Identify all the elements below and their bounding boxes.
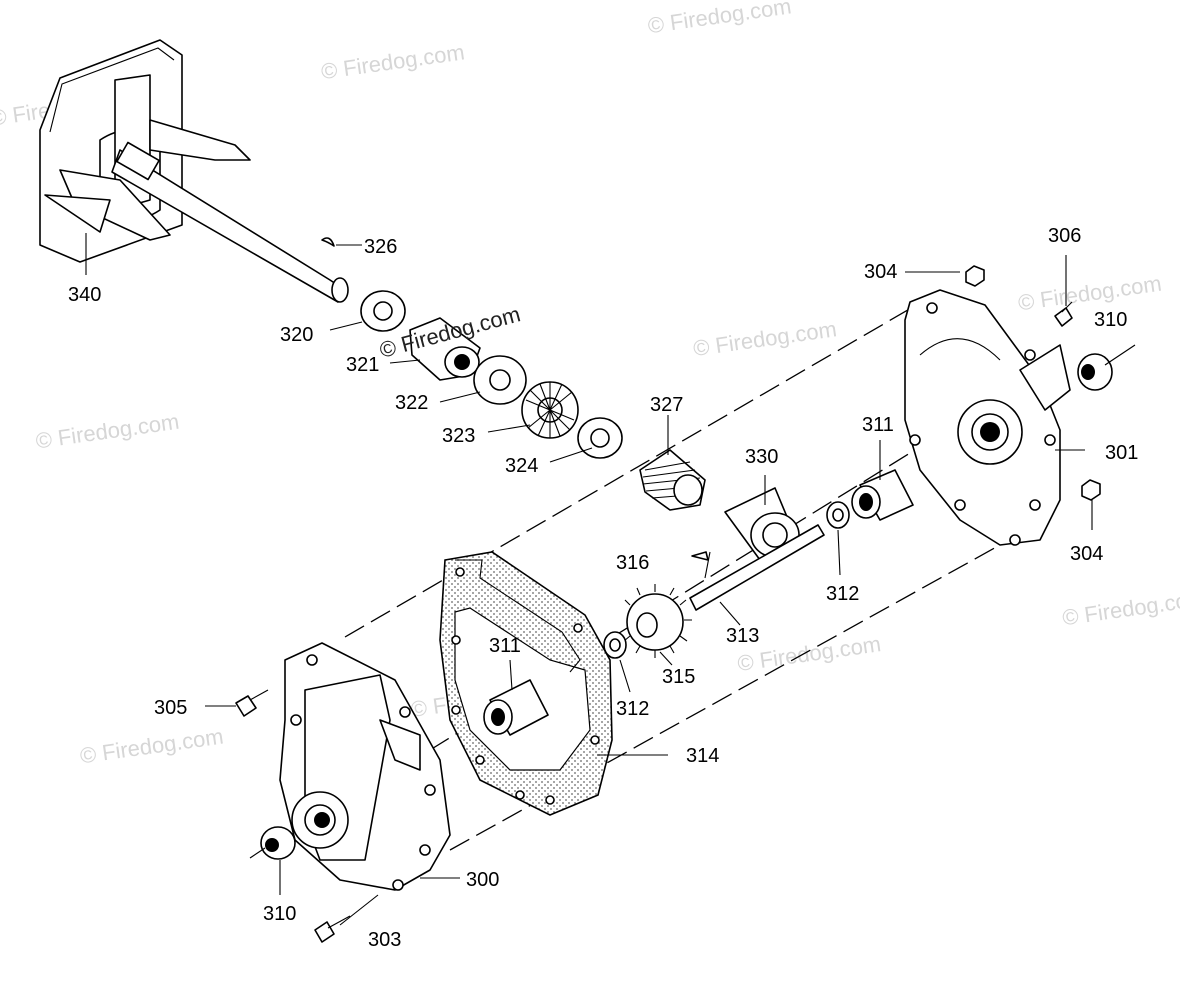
shaft-313 [689, 524, 825, 611]
thrust-bearing-323 [521, 381, 579, 439]
bearing-310-left [260, 826, 296, 860]
washer-312-upper [826, 501, 850, 529]
label-315: 315 [662, 666, 695, 688]
label-304-upper: 304 [864, 261, 897, 283]
label-330: 330 [745, 446, 778, 468]
nut-304-lower [1081, 479, 1101, 501]
watermark-text: © Firedog.com [646, 0, 793, 38]
bolt-306 [1054, 301, 1073, 327]
watermark-text: © Firedog.com [692, 316, 839, 361]
bolt-305 [235, 689, 269, 717]
sleeve-330 [724, 487, 801, 561]
impeller-assembly-340 [39, 39, 349, 303]
label-301: 301 [1105, 442, 1138, 464]
label-311-lower: 311 [489, 635, 521, 657]
label-303: 303 [368, 929, 401, 951]
leader-lines [85, 233, 1136, 926]
washer-320 [360, 290, 406, 332]
key-316 [691, 551, 709, 561]
label-321: 321 [346, 354, 379, 376]
nut-304-upper [965, 265, 985, 287]
label-322: 322 [395, 392, 428, 414]
gear-housing-300 [279, 642, 451, 891]
label-306: 306 [1048, 225, 1081, 247]
watermark-text: © Firedog.com [34, 409, 181, 454]
label-316: 316 [616, 552, 649, 574]
bolt-303 [314, 915, 351, 943]
watermark-text: © Firedog.com [1061, 585, 1180, 630]
label-312-upper: 312 [826, 583, 859, 605]
bushing-311-lower [483, 679, 549, 736]
label-310-left: 310 [263, 903, 296, 925]
label-340: 340 [68, 284, 101, 306]
bearing-310-right [1077, 353, 1113, 391]
label-304-lower: 304 [1070, 543, 1103, 565]
washer-312-lower [603, 631, 627, 659]
watermark-text: © Firedog.com [78, 724, 225, 769]
label-323: 323 [442, 425, 475, 447]
part-labels: 326 320 321 322 323 324 327 330 311 301 … [68, 225, 1138, 951]
label-310-right: 310 [1094, 309, 1127, 331]
gear-housing-301 [904, 289, 1071, 546]
label-311-upper: 311 [862, 414, 894, 436]
cotter-pin-326 [321, 237, 335, 247]
label-300: 300 [466, 869, 499, 891]
watermark-text: © Firedog.com [319, 39, 466, 84]
worm-gear-327 [639, 449, 706, 511]
gear-315 [623, 584, 692, 658]
watermark-text: © Firedog.com [1016, 271, 1163, 316]
label-324: 324 [505, 455, 538, 477]
bushing-311-upper [851, 469, 914, 521]
label-326: 326 [364, 236, 397, 258]
label-305: 305 [154, 697, 187, 719]
label-314: 314 [686, 745, 719, 767]
bearing-321 [409, 317, 481, 381]
washer-322 [473, 355, 527, 405]
label-327: 327 [650, 394, 683, 416]
label-313: 313 [726, 625, 759, 647]
washer-324 [577, 417, 623, 459]
label-320: 320 [280, 324, 313, 346]
label-312-lower: 312 [616, 698, 649, 720]
